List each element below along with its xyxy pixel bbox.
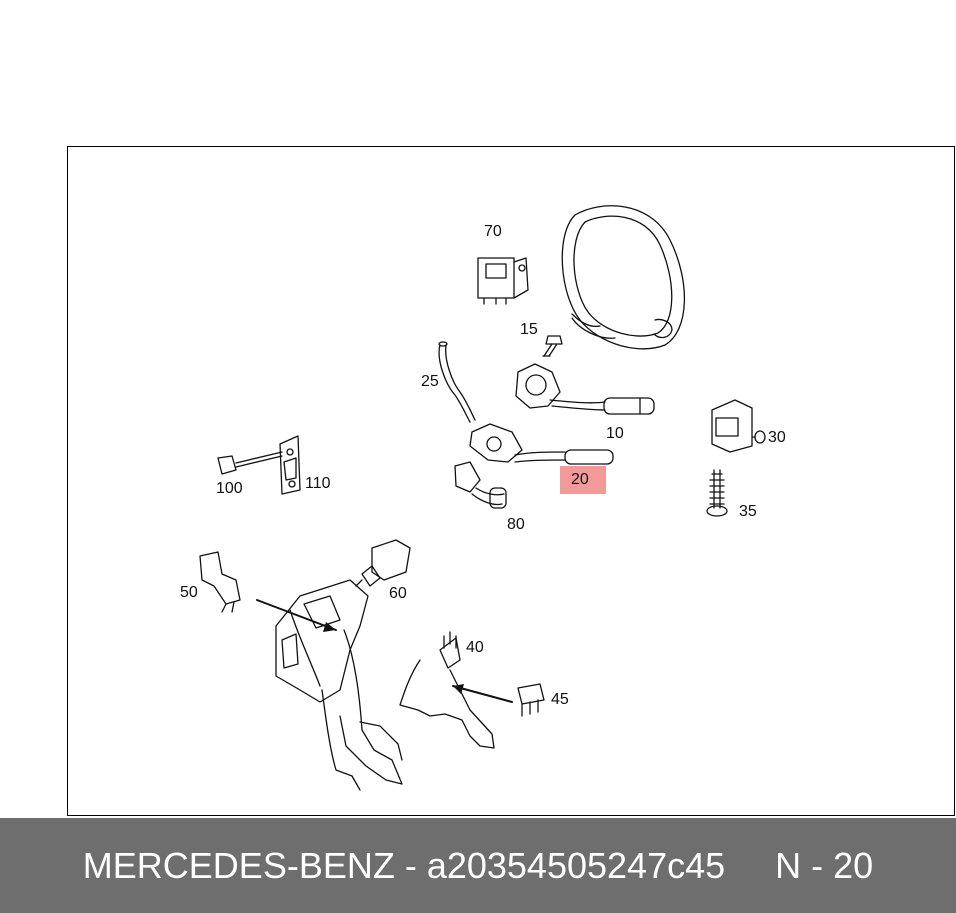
footer-gap — [725, 845, 775, 887]
switch-70-drawing — [477, 257, 529, 305]
parts-diagram — [199, 205, 766, 791]
footer-part-number: a20354505247c45 — [426, 844, 726, 886]
footer-caption: MERCEDES-BENZ - a20354505247c45 N - 20 — [0, 818, 956, 913]
pedal-assembly-drawing — [275, 579, 403, 791]
sensor-50-drawing — [199, 551, 241, 613]
callout-15: 15 — [520, 321, 538, 338]
callout-110: 110 — [305, 475, 331, 492]
switch-20-drawing — [469, 423, 614, 465]
callout-35: 35 — [739, 503, 757, 520]
arrow-head-icon — [323, 622, 336, 632]
callout-70: 70 — [484, 223, 502, 240]
steering-wheel-drawing — [561, 205, 686, 350]
footer-separator: - — [394, 844, 427, 886]
callout-40: 40 — [466, 639, 484, 656]
screw-35-drawing — [706, 469, 728, 517]
callout-50: 50 — [180, 584, 198, 601]
callout-10: 10 — [606, 425, 624, 442]
combination-switch-10-drawing — [515, 363, 655, 415]
footer-bar: MERCEDES-BENZ - a20354505247c45 N - 20 — [0, 818, 956, 913]
bracket-110-drawing — [279, 435, 301, 495]
leader-lines — [256, 599, 513, 703]
clip-45-drawing — [517, 683, 545, 717]
callout-80: 80 — [507, 516, 525, 533]
callout-30: 30 — [768, 429, 786, 446]
callout-25: 25 — [421, 373, 439, 390]
screw-15-drawing — [542, 335, 563, 357]
arrow-head-icon — [453, 684, 464, 694]
highlight-part-20 — [560, 466, 606, 494]
switch-30-drawing — [711, 399, 766, 453]
cable-25-drawing — [438, 341, 476, 423]
bracket-40-drawing — [399, 631, 495, 749]
footer-position: N - 20 — [775, 844, 874, 886]
callout-100: 100 — [216, 480, 243, 497]
bolt-100-drawing — [217, 451, 283, 475]
footer-brand: MERCEDES-BENZ — [82, 844, 395, 886]
callout-20[interactable]: 20 — [571, 471, 589, 488]
switch-60-drawing — [355, 539, 411, 587]
callout-60: 60 — [389, 585, 407, 602]
callout-45: 45 — [551, 691, 569, 708]
switch-80-drawing — [454, 461, 507, 509]
